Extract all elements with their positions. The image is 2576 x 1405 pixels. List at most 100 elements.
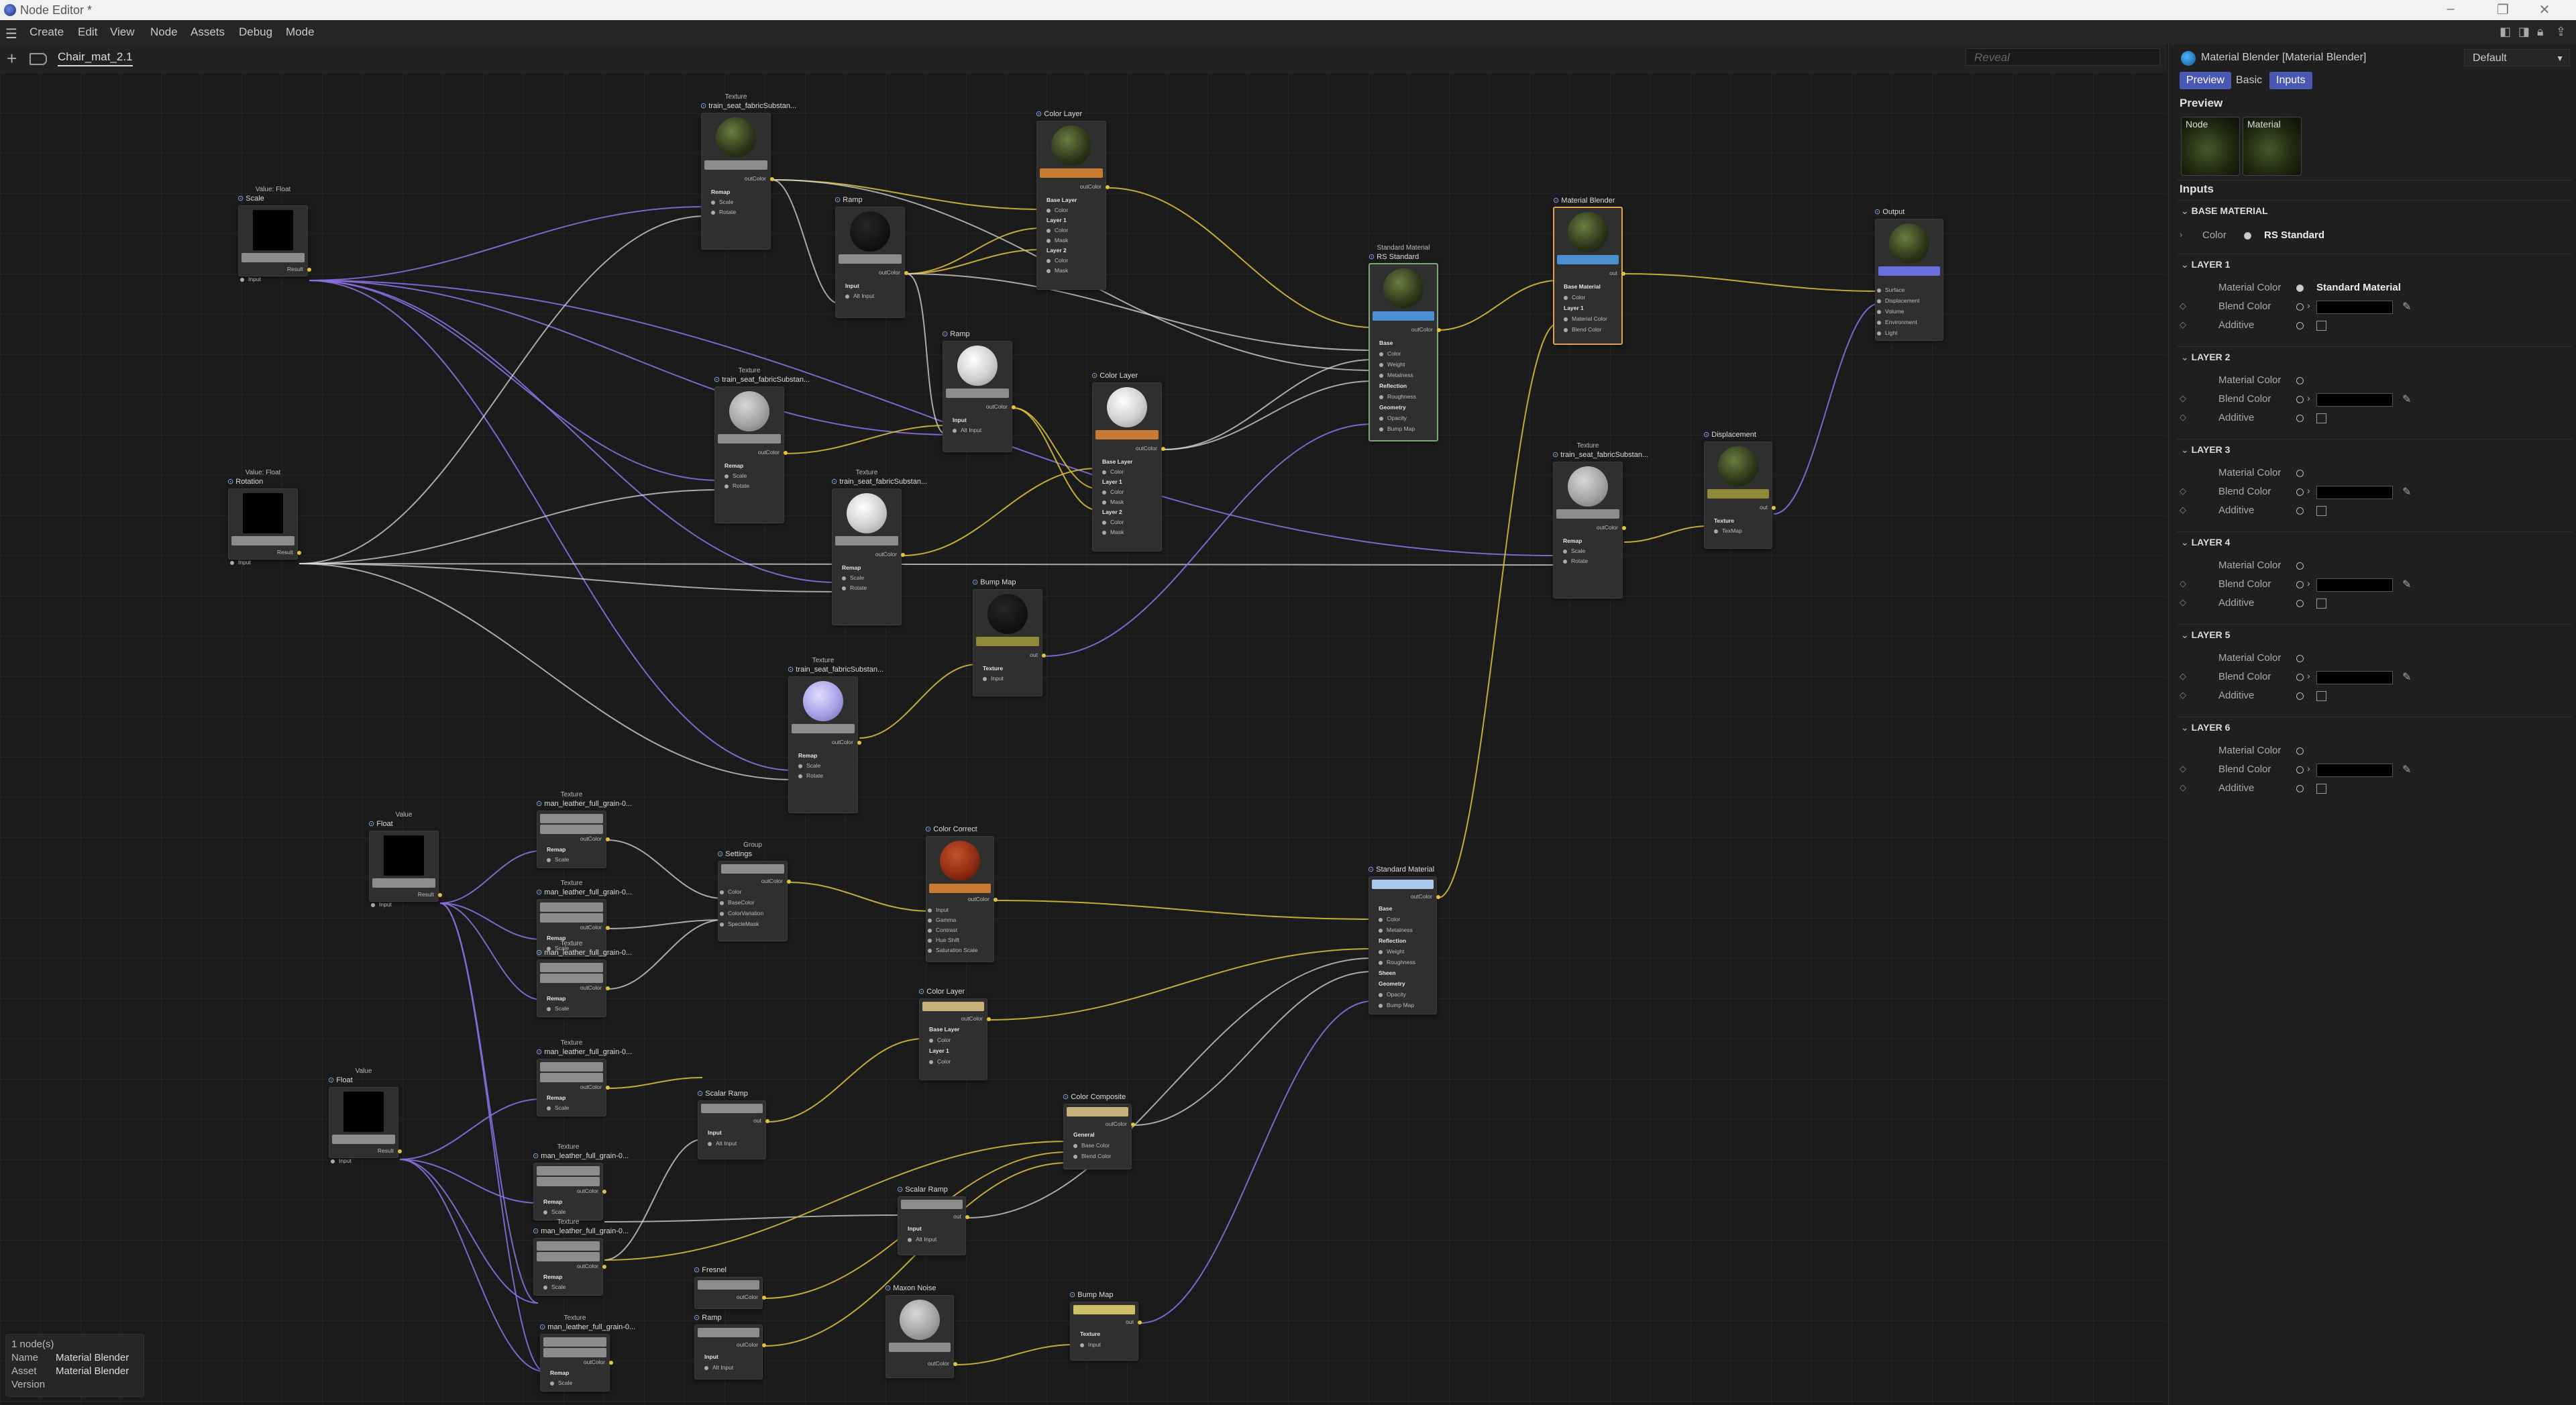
port-environment[interactable]: Environment	[1877, 319, 1917, 325]
connection-wire[interactable]	[299, 563, 1557, 566]
connection-wire[interactable]	[767, 1038, 924, 1123]
connection-wire[interactable]	[1132, 971, 1373, 1126]
port-alt-input[interactable]: Alt Input	[704, 1364, 734, 1371]
port-scale[interactable]: Scale	[841, 574, 865, 581]
blend-color-swatch[interactable]	[2316, 578, 2393, 592]
node-leather-texture-1[interactable]: Texture man_leather_full_grain-0... outC…	[537, 791, 632, 868]
node-canvas[interactable]: Value: Float Scale Result Input Value: F…	[0, 72, 2167, 1405]
port-color[interactable]: Color	[1046, 257, 1069, 264]
port-outcolor[interactable]: outColor	[580, 924, 610, 931]
port-outcolor[interactable]: outColor	[583, 1359, 614, 1365]
node-rotation[interactable]: Value: Float Rotation Result Input	[228, 469, 302, 566]
port-light[interactable]: Light	[1876, 329, 1898, 336]
port-outcolor[interactable]: outColor	[1411, 326, 1442, 333]
port-color[interactable]: Color	[1102, 488, 1124, 495]
port-scale[interactable]: Scale	[1562, 548, 1586, 554]
connection-wire[interactable]	[1163, 359, 1373, 450]
connection-radio[interactable]	[2296, 488, 2304, 496]
preview-node-thumb[interactable]: Node	[2181, 117, 2240, 176]
port-alt-input[interactable]: Alt Input	[707, 1140, 737, 1147]
connection-wire[interactable]	[995, 900, 1373, 920]
port-outcolor[interactable]: outColor	[1079, 183, 1110, 190]
port-outcolor[interactable]: outColor	[985, 403, 1016, 410]
node-texture-2[interactable]: Texture train_seat_fabricSubstan... outC…	[714, 367, 810, 523]
node-ramp-2[interactable]: Ramp outColor Input Alt Input	[943, 330, 1016, 452]
connection-radio[interactable]	[2296, 692, 2304, 700]
port-outcolor[interactable]: outColor	[580, 1084, 610, 1090]
connection-wire[interactable]	[309, 280, 953, 435]
port-scale[interactable]: Scale	[546, 856, 570, 863]
blend-color-swatch[interactable]	[2316, 671, 2393, 684]
connection-wire[interactable]	[967, 957, 1373, 1218]
port-surface[interactable]: Surface	[1876, 287, 1905, 293]
menu-assets[interactable]: Assets	[191, 25, 225, 38]
tab-basic[interactable]: Basic	[2236, 74, 2263, 86]
layout-right-icon[interactable]: ◨	[2518, 25, 2530, 38]
port-color[interactable]: Color	[1563, 294, 1586, 301]
port-input[interactable]: Input	[983, 675, 1004, 682]
node-texture-4[interactable]: Texture train_seat_fabricSubstan... outC…	[788, 657, 883, 813]
add-tab-icon[interactable]: +	[7, 48, 17, 68]
connection-radio[interactable]	[2296, 396, 2304, 403]
port-alt-input[interactable]: Alt Input	[845, 293, 875, 299]
connection-wire[interactable]	[299, 215, 706, 564]
port-color[interactable]: Color	[719, 888, 742, 895]
connection-wire[interactable]	[439, 850, 542, 904]
connection-wire[interactable]	[309, 280, 794, 771]
additive-checkbox[interactable]	[2316, 506, 2326, 516]
menu-edit[interactable]: Edit	[78, 25, 98, 38]
connection-wire[interactable]	[299, 489, 720, 564]
port-texmap[interactable]: TexMap	[1714, 527, 1742, 534]
port-saturation-scale[interactable]: Saturation Scale	[927, 947, 978, 953]
group-layer-4[interactable]: LAYER 4	[2181, 537, 2231, 548]
port-mask[interactable]: Mask	[1102, 499, 1124, 505]
connection-wire[interactable]	[604, 1139, 703, 1261]
node-color-layer-2[interactable]: Color Layer outColor Base Layer Color La…	[1092, 372, 1166, 552]
port-input[interactable]: Input	[230, 559, 251, 566]
port-mask[interactable]: Mask	[1046, 267, 1069, 274]
eyedropper-icon[interactable]: ✎	[2402, 764, 2412, 776]
eyedropper-icon[interactable]: ✎	[2402, 579, 2412, 590]
connection-wire[interactable]	[299, 563, 794, 780]
additive-checkbox[interactable]	[2316, 691, 2326, 701]
node-scalar-ramp-2[interactable]: Scalar Ramp out Input Alt Input	[898, 1186, 969, 1255]
port-scale[interactable]: Scale	[546, 1005, 570, 1012]
port-color[interactable]: Color	[928, 1037, 951, 1043]
node-maxon-noise[interactable]: Maxon Noise outColor	[885, 1284, 958, 1378]
port-weight[interactable]: Weight	[1379, 361, 1405, 368]
connection-radio[interactable]	[2296, 284, 2304, 292]
connection-wire[interactable]	[299, 563, 837, 592]
connection-wire[interactable]	[785, 425, 948, 454]
port-outcolor[interactable]: outColor	[580, 835, 610, 842]
port-outcolor[interactable]: outColor	[1105, 1121, 1136, 1127]
keyframe-diamond-icon[interactable]: ◇	[2180, 671, 2186, 681]
node-texture-5[interactable]: Texture train_seat_fabricSubstan... outC…	[1553, 442, 1648, 599]
port-outcolor[interactable]: outColor	[744, 175, 775, 182]
expand-arrow-icon[interactable]: ›	[2307, 393, 2310, 403]
connection-wire[interactable]	[1107, 187, 1373, 328]
port-blend-color[interactable]: Blend Color	[1563, 326, 1602, 333]
connection-wire[interactable]	[902, 468, 1097, 556]
connection-radio[interactable]	[2296, 377, 2304, 384]
expand-arrow-icon[interactable]: ›	[2307, 670, 2310, 681]
port-input[interactable]: Input	[371, 901, 392, 908]
connection-wire[interactable]	[399, 1159, 539, 1204]
port-bump-map[interactable]: Bump Map	[1378, 1002, 1415, 1008]
connection-wire[interactable]	[1623, 273, 1880, 292]
port-scale[interactable]: Scale	[543, 1208, 566, 1215]
port-opacity[interactable]: Opacity	[1379, 991, 1406, 998]
tag-icon[interactable]	[30, 53, 47, 65]
keyframe-diamond-icon[interactable]: ◇	[2180, 505, 2186, 515]
preview-material-thumb[interactable]: Material	[2243, 117, 2302, 176]
connection-wire[interactable]	[1438, 323, 1558, 898]
port-scale[interactable]: Scale	[543, 1284, 566, 1290]
connection-wire[interactable]	[988, 948, 1373, 1021]
port-outcolor[interactable]: outColor	[1135, 445, 1166, 452]
menu-mode[interactable]: Mode	[286, 25, 315, 38]
close-icon[interactable]: ✕	[2538, 3, 2551, 17]
port-rotate[interactable]: Rotate	[798, 772, 824, 779]
menu-create[interactable]: Create	[30, 25, 64, 38]
port-color[interactable]: Color	[1046, 207, 1069, 213]
port-outcolor[interactable]: outColor	[757, 449, 788, 456]
port-input[interactable]: Input	[928, 906, 949, 913]
